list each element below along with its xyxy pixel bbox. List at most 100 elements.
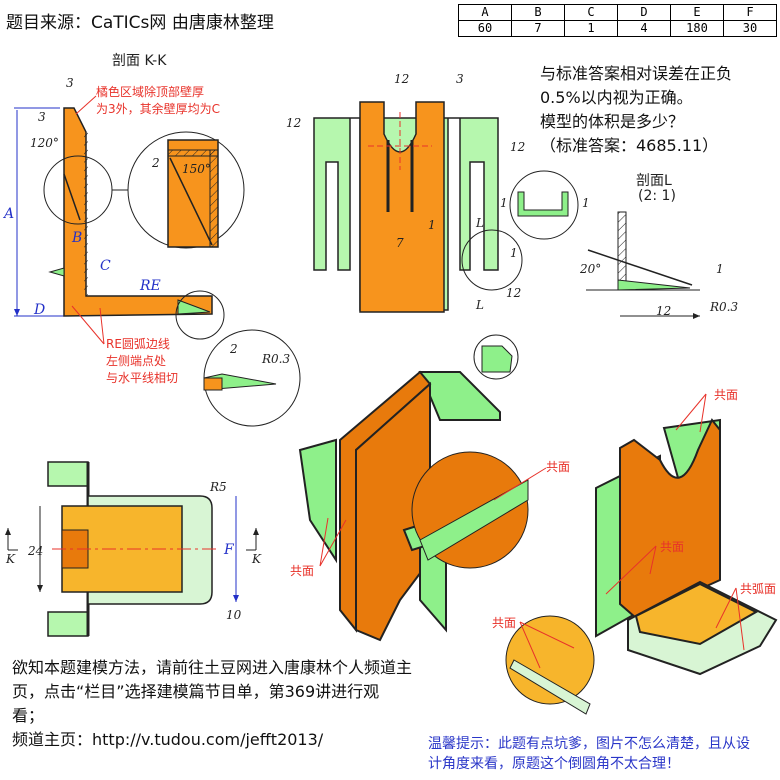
section-l-slope (587, 249, 693, 286)
question-line: 0.5%以内视为正确。 (540, 88, 693, 107)
leader-line (649, 545, 657, 575)
iso2-orange-back (619, 418, 721, 620)
param-value: 60 (458, 20, 512, 37)
leader-line (735, 587, 745, 651)
inner-diagonal (63, 173, 81, 221)
dim-l-angle: 20° (580, 262, 602, 276)
front-detail-circle (461, 229, 523, 291)
dim-detail-right: 1 (582, 196, 590, 210)
top-view (5, 461, 259, 637)
dim-c-label: C (100, 258, 111, 274)
dim-side-width: 3 (456, 72, 464, 86)
dim-angle-120: 120° (30, 136, 59, 150)
hint-line: 计角度来看，原题这个倒圆角不太合理！ (428, 756, 680, 772)
note-line: 左侧端点处 (106, 354, 167, 368)
question-line: 模型的体积是多少？ (540, 112, 685, 131)
question-text: 与标准答案相对误差在正负 0.5%以内视为正确。 模型的体积是多少？ （标准答案… (540, 62, 732, 158)
leader-line (605, 545, 657, 595)
dim-detail-left: 1 (500, 196, 508, 210)
label-leaders (71, 95, 745, 669)
dim-rib-span: 7 (396, 236, 404, 250)
leader-line (493, 467, 547, 501)
section-kk-note: 橘色区域除顶部壁厚 为3外，其余壁厚均为C (96, 84, 220, 118)
iso1-detail-green-band (419, 479, 529, 561)
dim-d-label: D (34, 302, 46, 318)
section-l-vertical (617, 211, 627, 289)
footer-line: 欲知本题建模方法，请前往土豆网进入唐康林个人频道主 (12, 658, 413, 677)
dim-24-label: 24 (28, 544, 44, 558)
dim-angle-150: 150° (182, 162, 211, 176)
leader-line (675, 393, 707, 431)
note-line: 为3外，其余壁厚均为C (96, 102, 221, 116)
dim-l-width: 12 (656, 304, 672, 318)
green-tip (177, 299, 211, 315)
section-k-label-left: K (6, 552, 15, 566)
front-view (313, 101, 579, 313)
leader-line (75, 95, 97, 115)
footer-channel-link[interactable]: 频道主页：http://v.tudou.com/jefft2013/ (12, 730, 324, 749)
section-k-label-right: K (252, 552, 261, 566)
iso1-top-plate (418, 371, 501, 421)
dim-r5-label: R5 (210, 480, 227, 494)
iso-view-left (298, 334, 529, 642)
dim-tip-small: 2 (230, 342, 238, 356)
iso2-detail-band (509, 659, 591, 715)
leader-line (319, 519, 347, 567)
section-l-fill (617, 279, 691, 291)
dim-f-label: F (224, 542, 234, 558)
leader-line (715, 587, 737, 629)
label-common-face: 共面 (290, 564, 315, 578)
footer-line: 看； (12, 706, 45, 725)
leader-line (519, 621, 575, 649)
dim-slot-width: 12 (394, 72, 410, 86)
section-l-view (586, 211, 700, 319)
leader-line (71, 305, 105, 345)
section-kk-title: 剖面 K-K (112, 53, 167, 69)
dim-top-width: 3 (66, 76, 74, 90)
hatched-thin-wall (84, 128, 88, 296)
front-magnified-circle (509, 170, 579, 240)
dim-b-label: B (72, 230, 83, 246)
param-value: 30 (723, 20, 777, 37)
tip-detail-circle (175, 290, 225, 340)
top-tab-upper (47, 461, 89, 487)
note-line: 与水平线相切 (106, 371, 179, 385)
question-line: （标准答案：4685.11） (540, 136, 719, 155)
dim-left-height: 12 (286, 116, 302, 130)
iso1-green-left (298, 438, 337, 564)
footer-text: 欲知本题建模方法，请前往土豆网进入唐康林个人频道主 页，点击“栏目”选择建模篇节… (12, 656, 412, 752)
leader-line (699, 393, 707, 433)
label-common-arc-face: 共弧面 (740, 582, 777, 596)
dim-re-label: RE (140, 278, 161, 294)
page-title: 题目来源：CaTICs网 由唐康林整理 (6, 13, 274, 33)
tip-detail-orange (203, 377, 223, 391)
dim-rib-gap: 1 (428, 218, 436, 232)
dim-l-radius: R0.3 (710, 300, 739, 314)
detail-channel (517, 191, 569, 217)
detail-hatch-side (209, 149, 219, 248)
label-common-face: 共面 (660, 540, 685, 554)
section-l-scale: (2: 1) (638, 188, 676, 204)
iso2-orange-base (634, 582, 759, 646)
detail-diagonal (169, 157, 213, 246)
dim-right-height: 12 (510, 140, 526, 154)
section-kk-view (14, 107, 301, 427)
footer-line: 页，点击“栏目”选择建模篇节目单，第369讲进行观 (12, 682, 380, 701)
dim-detail-height: 2 (152, 156, 160, 170)
iso1-detail-content (481, 345, 513, 373)
top-tab-lower (47, 611, 89, 637)
label-common-face: 共面 (492, 616, 517, 630)
parameter-table: A B C D E F 60 7 1 4 180 30 (458, 4, 777, 37)
dim-bottom-height: 12 (506, 286, 522, 300)
hint-line: 温馨提示：此题有点坑爹，图片不怎么清楚，且从设 (428, 736, 750, 752)
label-common-face: 共面 (546, 460, 571, 474)
dim-tip-radius: R0.3 (262, 352, 291, 366)
dim-bottom-gap: 1 (510, 246, 518, 260)
iso-view-right (505, 418, 778, 715)
dim-10-label: 10 (226, 608, 242, 622)
dim-top-chamfer: 3 (38, 110, 46, 124)
section-l-title: 剖面L (636, 173, 672, 189)
section-l-marker-top: L (476, 216, 484, 230)
hint-text: 温馨提示：此题有点坑爹，图片不怎么清楚，且从设 计角度来看，原题这个倒圆角不太合… (428, 734, 750, 774)
